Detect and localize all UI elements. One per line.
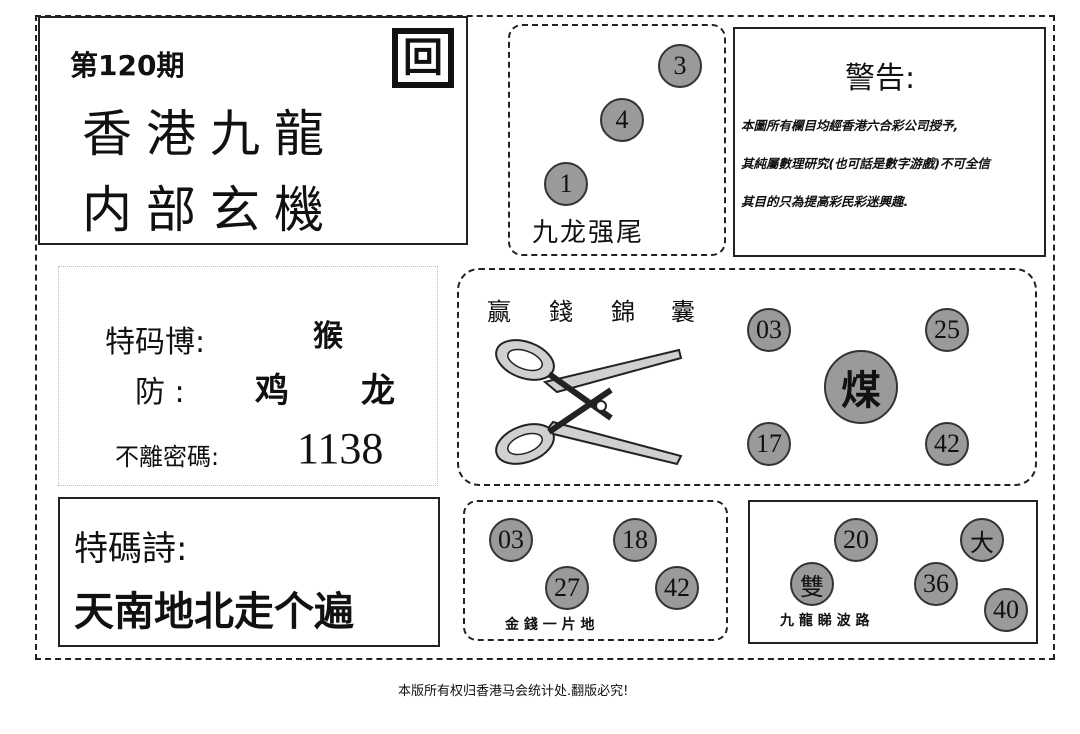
special-code-box: 特码博: 猴 防 : 鸡 龙 不離密碼: 1138 <box>58 266 438 486</box>
guard-value: 龙 <box>361 371 395 411</box>
tail-ball: 3 <box>658 44 702 88</box>
special-label: 特码博: <box>105 325 206 360</box>
logo-char: 回 <box>403 35 443 81</box>
tail-caption: 九龙强尾 <box>532 218 645 248</box>
warning-title: 警告: <box>845 61 916 96</box>
scissors-header-char: 囊 <box>671 298 695 326</box>
gold-ball: 18 <box>613 518 657 562</box>
gold-caption: 金 錢 一 片 地 <box>505 617 595 633</box>
scissors-header-char: 赢 <box>487 298 511 326</box>
warning-line: 其目的只為提高彩民彩迷興趣. <box>741 194 909 209</box>
wave-ball: 大 <box>960 518 1004 562</box>
logo-icon: 回 <box>392 28 454 88</box>
scissors-ball: 17 <box>747 422 791 466</box>
guard-value: 鸡 <box>255 371 289 411</box>
wave-caption: 九 龍 睇 波 路 <box>780 613 870 629</box>
tail-box: 3 4 1 九龙强尾 <box>508 24 726 256</box>
tail-ball: 1 <box>544 162 588 206</box>
wave-ball: 雙 <box>790 562 834 606</box>
wave-ball: 40 <box>984 588 1028 632</box>
secret-number: 1138 <box>297 424 384 473</box>
tail-ball: 4 <box>600 98 644 142</box>
scissors-ball: 03 <box>747 308 791 352</box>
warning-box: 警告: 本圖所有欄目均經香港六合彩公司授予, 其純屬數理研究(也可話是數字游戲)… <box>733 27 1046 257</box>
title-line-2: 内部玄機 <box>82 181 338 239</box>
poem-box: 特碼詩: 天南地北走个遍 <box>58 497 440 647</box>
wave-box: 20 大 雙 36 40 九 龍 睇 波 路 <box>748 500 1038 644</box>
poem-text: 天南地北走个遍 <box>74 589 354 635</box>
scissors-ball: 25 <box>925 308 969 352</box>
poem-label: 特碼詩: <box>74 529 188 569</box>
guard-label: 防 : <box>135 375 185 410</box>
warning-line: 其純屬數理研究(也可話是數字游戲)不可全信 <box>741 156 990 171</box>
wave-ball: 36 <box>914 562 958 606</box>
gold-ball: 03 <box>489 518 533 562</box>
gold-box: 03 18 27 42 金 錢 一 片 地 <box>463 500 728 641</box>
special-value: 猴 <box>313 319 343 354</box>
scissors-ball: 42 <box>925 422 969 466</box>
scissors-icon <box>495 339 683 466</box>
warning-line: 本圖所有欄目均經香港六合彩公司授予, <box>741 118 959 133</box>
scissors-header-char: 錦 <box>611 298 635 326</box>
wave-ball: 20 <box>834 518 878 562</box>
gold-ball: 27 <box>545 566 589 610</box>
scissors-box: 赢 錢 錦 囊 03 25 17 42 煤 <box>457 268 1037 486</box>
footer-copyright: 本版所有权归香港马会统计处.翻版必究! <box>398 684 629 699</box>
header-box: 第120期 香港九龍 内部玄機 <box>38 16 468 245</box>
scissors-header-char: 錢 <box>549 298 573 326</box>
secret-label: 不離密碼: <box>115 443 220 471</box>
center-ball: 煤 <box>824 350 898 424</box>
page-frame <box>35 15 1055 660</box>
issue-number: 第120期 <box>70 49 185 82</box>
title-line-1: 香港九龍 <box>82 105 338 163</box>
gold-ball: 42 <box>655 566 699 610</box>
